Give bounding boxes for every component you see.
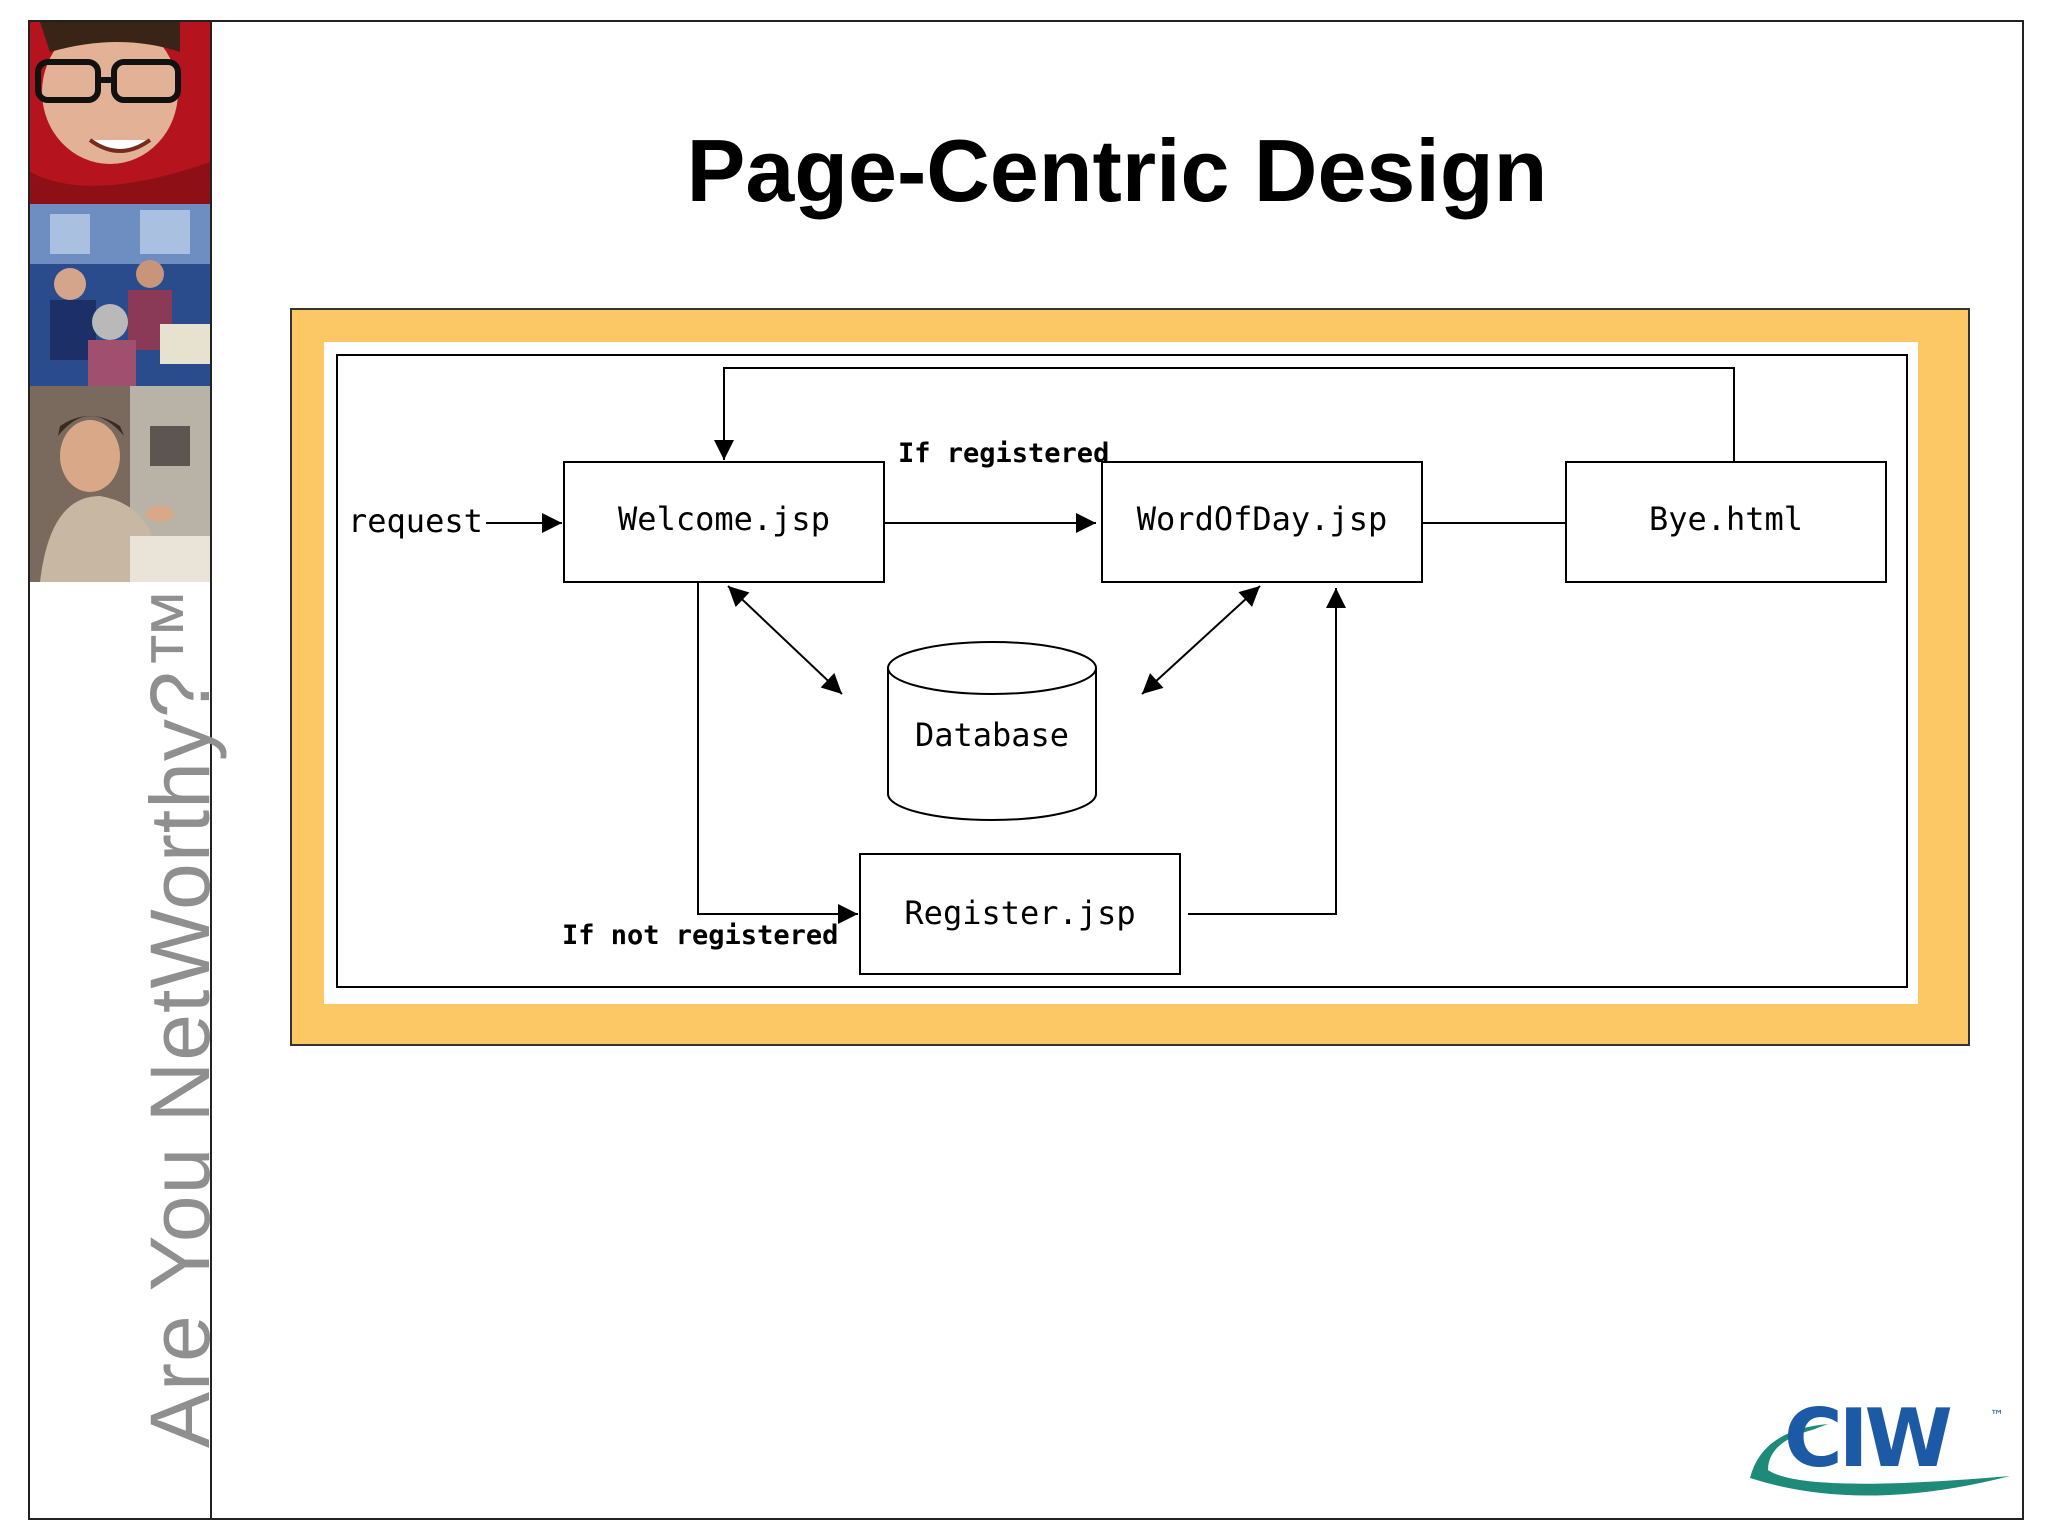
- node-register-label: Register.jsp: [904, 894, 1135, 932]
- node-bye-label: Bye.html: [1649, 500, 1803, 538]
- smiling-man-photo: [30, 22, 210, 206]
- node-database-label: Database: [915, 716, 1069, 754]
- node-bye: Bye.html: [1565, 461, 1887, 583]
- edge-welcome-to-register: [697, 582, 858, 924]
- page-title: Page-Centric Design: [686, 121, 1548, 220]
- node-register: Register.jsp: [859, 853, 1181, 975]
- tagline: Are You NetWorthy?™: [133, 585, 227, 1448]
- node-welcome: Welcome.jsp: [563, 461, 885, 583]
- node-wordofday-label: WordOfDay.jsp: [1137, 500, 1387, 538]
- sidebar: Are You NetWorthy?™: [30, 22, 227, 1518]
- node-welcome-label: Welcome.jsp: [618, 500, 830, 538]
- flow-diagram: Welcome.jsp WordOfDay.jsp Bye.html Regis…: [336, 354, 1908, 988]
- request-label: request: [348, 502, 483, 540]
- edge-bye-to-welcome: [714, 367, 1735, 462]
- logo-text: CIW: [1784, 1392, 1950, 1485]
- node-database: Database: [887, 641, 1097, 821]
- diagram-panel: Welcome.jsp WordOfDay.jsp Bye.html Regis…: [324, 342, 1918, 1004]
- slide: Are You NetWorthy?™ Page-Centric Design: [28, 20, 2024, 1520]
- logo-trademark: ™: [1990, 1408, 2004, 1424]
- woman-at-desk-photo: [30, 386, 210, 584]
- if-not-registered-label: If not registered: [562, 920, 838, 951]
- node-wordofday: WordOfDay.jsp: [1101, 461, 1423, 583]
- edge-wordofday-database: [1141, 585, 1261, 695]
- diagram-frame: Welcome.jsp WordOfDay.jsp Bye.html Regis…: [290, 308, 1970, 1046]
- edge-welcome-database: [727, 585, 843, 695]
- classroom-photo: [30, 204, 210, 388]
- edge-register-to-wordofday: [1188, 588, 1346, 915]
- if-registered-label: If registered: [898, 438, 1109, 469]
- ciw-logo: CIW ™: [1742, 1390, 2022, 1505]
